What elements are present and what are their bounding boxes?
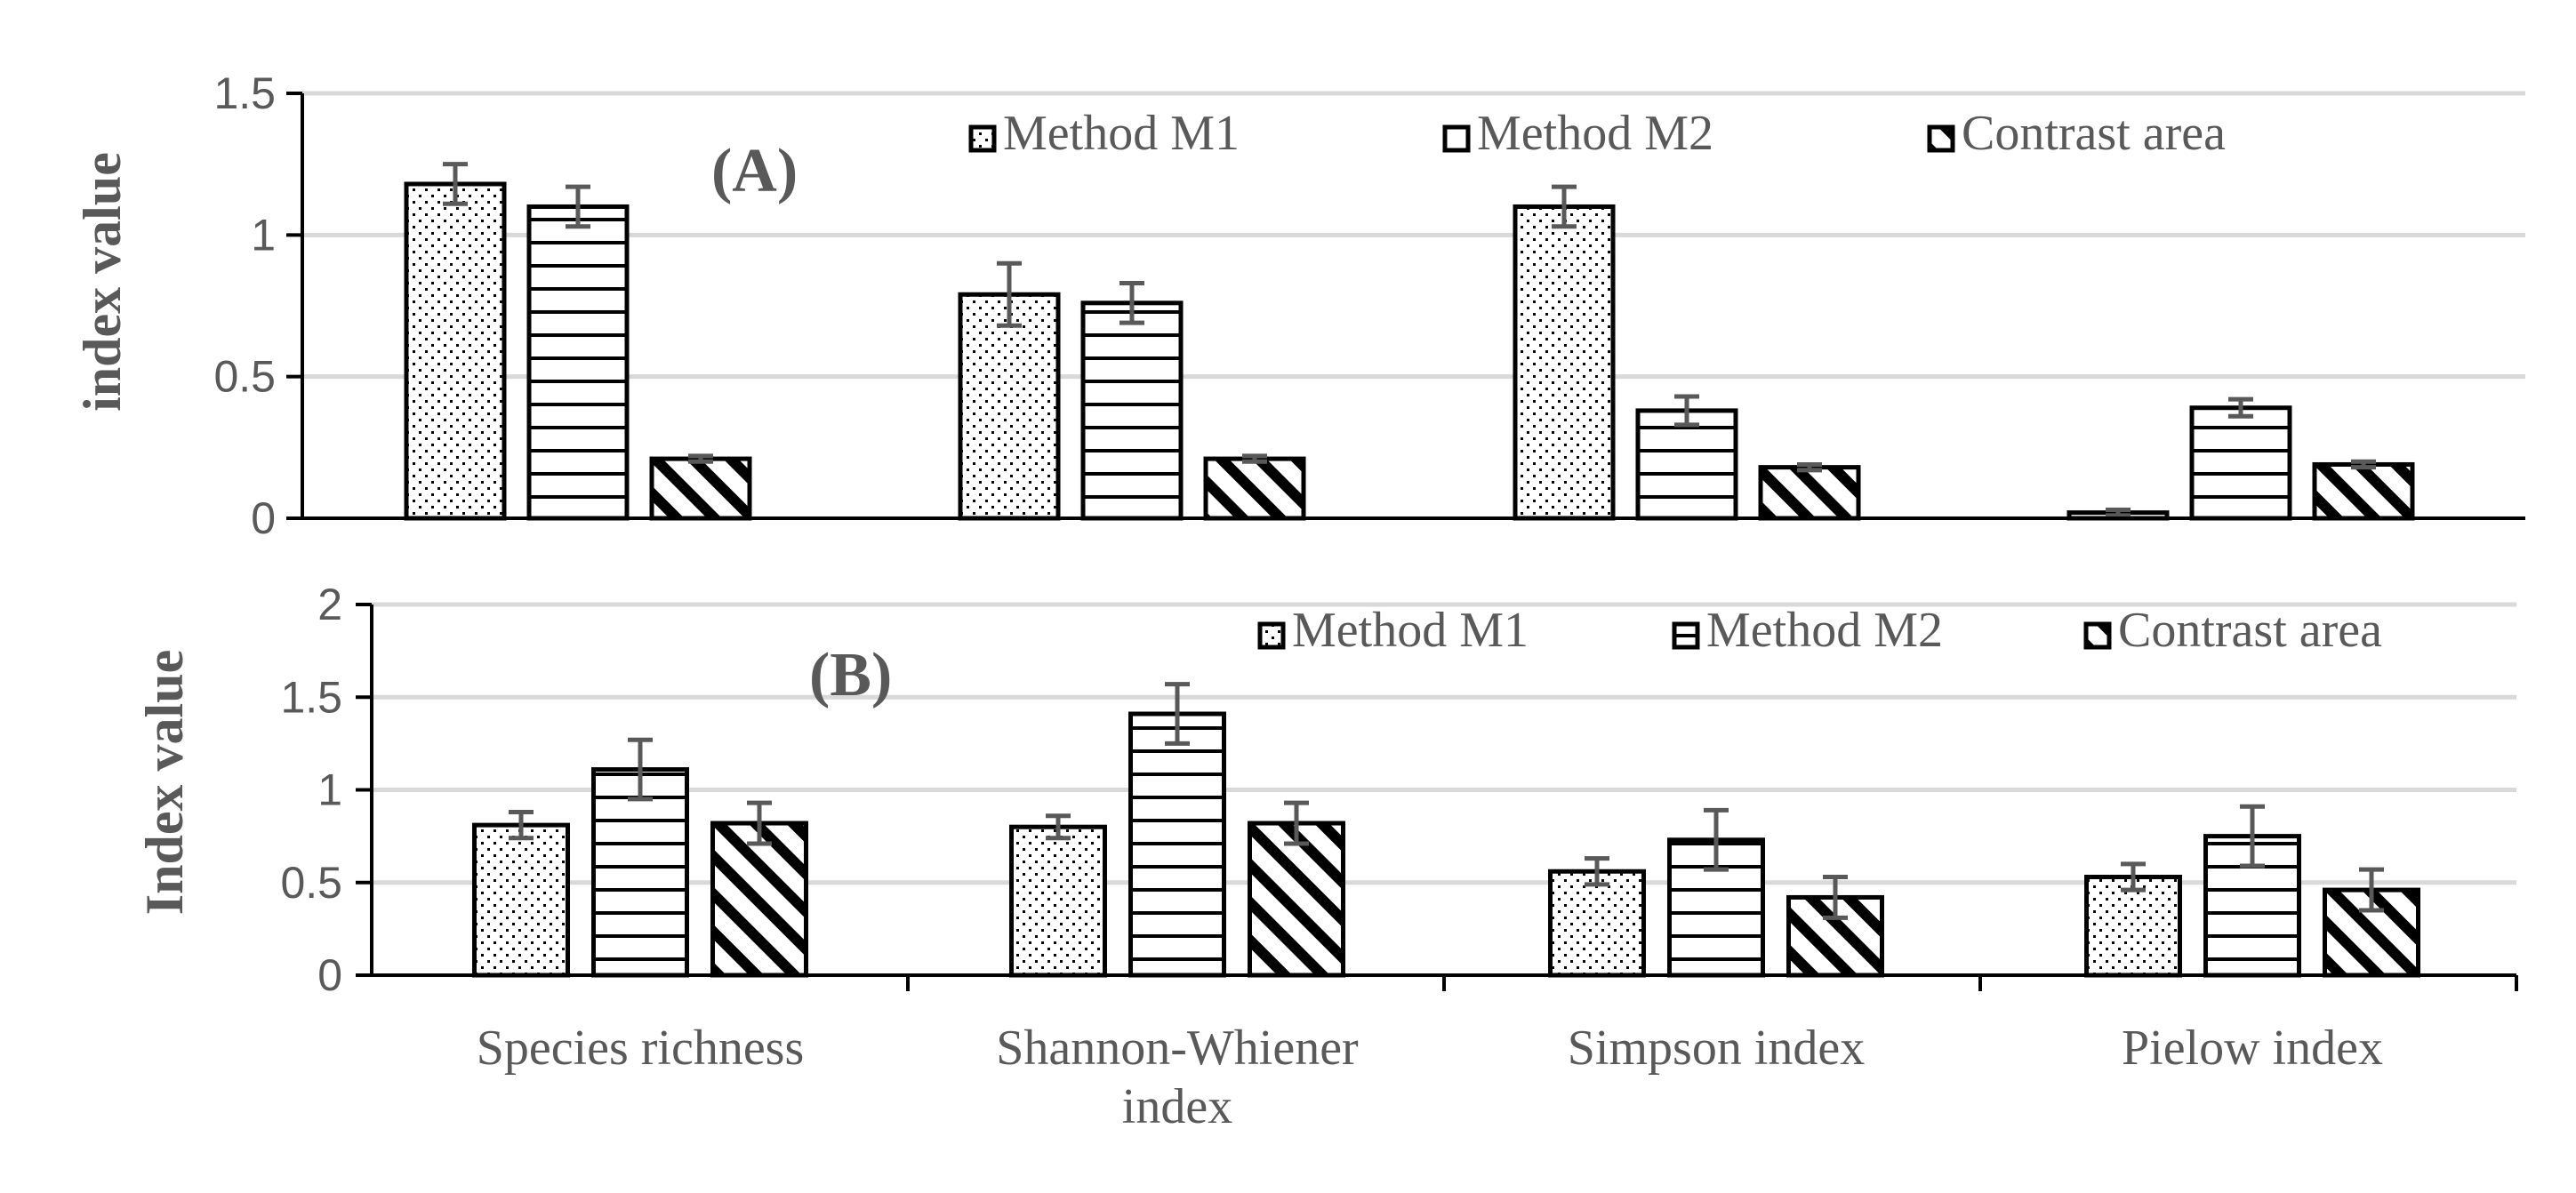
panel-a-error-bar-method-m1-species-richness (443, 162, 468, 206)
panel-b-bar-method-m1-shannon-whiener-index (1009, 824, 1107, 978)
panel-b-legend-swatch-method-m1 (1257, 621, 1286, 650)
panel-a-legend: Method M1 Method M2 Contrast area (968, 106, 2226, 161)
panel-a-axes (286, 92, 2525, 520)
panel-b-legend-label-method-m2: Method M2 (1706, 603, 1943, 658)
panel-b-legend-swatch-method-m2 (1672, 621, 1700, 650)
panel-a-error-bar-method-m1-simpson-index (1552, 184, 1577, 229)
panel-a-error-bar-contrast-area-species-richness (688, 453, 713, 464)
panel-a-y-axis-title: index value (73, 152, 132, 412)
panel-b-error-bar-contrast-area-pielow-index (2359, 867, 2384, 913)
panel-a-legend-label-contrast-area: Contrast area (1962, 106, 2226, 161)
panel-a-y-tick-label: 0.5 (213, 352, 276, 402)
panel-b-bar-method-m2-shannon-whiener-index (1128, 711, 1226, 978)
panel-b-error-bar-method-m2-pielow-index (2240, 804, 2265, 869)
panel-a-error-bar-contrast-area-shannon-whiener-index (1242, 453, 1267, 464)
panel-b-y-axis-title: Index value (135, 650, 194, 915)
panel-b-y-tick-label: 2 (317, 580, 342, 629)
panel-b-bar-method-m1-species-richness (472, 822, 570, 978)
panel-b-legend-swatch-contrast-area (2083, 621, 2112, 650)
panel-a-legend-label-method-m2: Method M2 (1477, 106, 1713, 161)
panel-a-y-tick-label: 1 (251, 210, 276, 260)
panel-b-bar-contrast-area-shannon-whiener-index (1248, 821, 1345, 978)
panel-a-error-bar-method-m2-species-richness (566, 184, 590, 229)
category-label-simpson-index: Simpson index (1568, 1021, 1865, 1076)
panel-b-bar-method-m2-species-richness (591, 767, 689, 978)
panel-a-legend-swatch-contrast-area (1927, 124, 1955, 153)
panel-b-error-bar-method-m1-species-richness (509, 810, 534, 841)
panel-a-error-bar-method-m2-simpson-index (1674, 394, 1699, 428)
panel-b-legend-label-contrast-area: Contrast area (2118, 603, 2382, 658)
panel-a-legend-swatch-method-m1 (968, 124, 997, 153)
panel-b-legend-label-method-m1: Method M1 (1292, 603, 1529, 658)
panel-b-error-bar-contrast-area-simpson-index (1823, 874, 1848, 920)
panel-b-bar-contrast-area-species-richness (710, 821, 808, 978)
panel-b-y-tick-label: 1 (317, 765, 342, 815)
panel-a-y-tick-label: 1.5 (213, 68, 276, 118)
panel-b-error-bar-method-m2-species-richness (628, 737, 653, 802)
panel-b-y-tick-label: 0 (317, 950, 342, 1000)
panel-a-tick-labels: 0 0.5 1 1.5 (213, 68, 276, 543)
panel-a-error-bar-contrast-area-simpson-index (1797, 461, 1822, 473)
category-label-species-richness: Species richness (477, 1021, 805, 1076)
panel-a-bar-method-m2-simpson-index (1635, 408, 1738, 521)
panel-a-bar-method-m2-shannon-whiener-index (1080, 300, 1184, 521)
panel-a-bar-method-m2-pielow-index (2189, 405, 2292, 521)
panel-a-bar-contrast-area-shannon-whiener-index (1203, 456, 1306, 521)
panel-b-error-bar-contrast-area-species-richness (747, 800, 772, 846)
panel-a-error-bar-contrast-area-pielow-index (2351, 459, 2376, 470)
panel-a-bar-contrast-area-species-richness (649, 456, 752, 521)
panel-a-bar-contrast-area-pielow-index (2312, 461, 2415, 521)
panel-a-bar-method-m2-species-richness (526, 204, 630, 521)
panel-a-bars (404, 162, 2415, 521)
panel-a-error-bar-method-m2-pielow-index (2228, 396, 2253, 419)
panel-b-tick-labels: 0 0.5 1 1.5 2 (280, 580, 342, 1000)
panel-a-y-tick-label: 0 (251, 493, 276, 543)
panel-a-error-bar-method-m1-shannon-whiener-index (997, 260, 1022, 328)
panel-b-bars (472, 682, 2420, 978)
panel-b-error-bar-method-m2-shannon-whiener-index (1165, 682, 1190, 746)
panel-a-bar-method-m1-simpson-index (1513, 204, 1616, 521)
panel-a-error-bar-method-m2-shannon-whiener-index (1119, 281, 1144, 325)
panel-b-error-bar-method-m1-shannon-whiener-index (1046, 813, 1071, 841)
category-label-pielow-index: Pielow index (2122, 1021, 2383, 1076)
panel-b-axes (356, 603, 2518, 991)
panel-b-error-bar-method-m2-simpson-index (1704, 807, 1729, 872)
panel-a-bar-method-m1-species-richness (404, 181, 507, 521)
panel-a-error-bar-method-m1-pielow-index (2106, 507, 2131, 518)
panel-b-y-tick-label: 0.5 (280, 858, 342, 908)
panel-a-legend-label-method-m1: Method M1 (1003, 106, 1240, 161)
panel-b-y-tick-label: 1.5 (280, 672, 342, 722)
panel-a-label: (A) (711, 137, 798, 205)
panel-b-legend: Method M1 Method M2 Contrast area (1257, 603, 2382, 658)
panel-a-gridlines (302, 91, 2525, 380)
panel-b-bar-method-m1-simpson-index (1548, 869, 1646, 978)
panel-b-error-bar-method-m1-simpson-index (1585, 856, 1609, 887)
panel-a-legend-swatch-method-m2 (1442, 124, 1471, 153)
panel-b-error-bar-contrast-area-shannon-whiener-index (1284, 800, 1309, 846)
panel-b-label: (B) (809, 641, 892, 709)
panel-b-error-bar-method-m1-pielow-index (2121, 861, 2146, 893)
panel-a-bar-method-m1-shannon-whiener-index (958, 292, 1061, 521)
panel-a-bar-contrast-area-simpson-index (1758, 465, 1861, 521)
